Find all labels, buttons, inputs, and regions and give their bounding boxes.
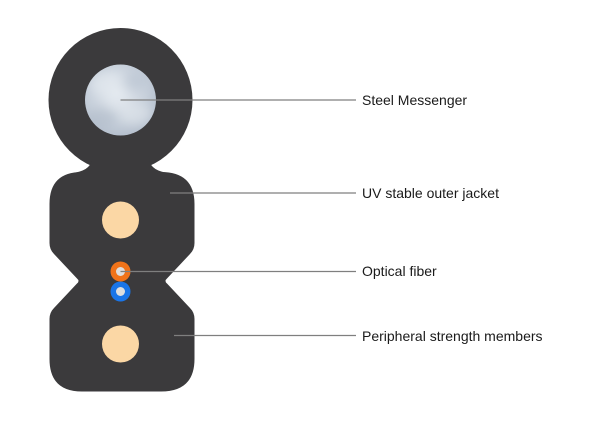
jacket-neck [76, 156, 165, 173]
steel-texture [88, 72, 152, 128]
optical-fiber-blue-core [116, 287, 125, 296]
label-steel-messenger: Steel Messenger [362, 92, 468, 108]
strength-member-bottom [102, 325, 139, 363]
label-uv-stable-outer-jacket: UV stable outer jacket [362, 185, 499, 201]
label-optical-fiber: Optical fiber [362, 263, 437, 279]
strength-member-top [102, 201, 139, 239]
label-peripheral-strength-members: Peripheral strength members [362, 328, 543, 344]
